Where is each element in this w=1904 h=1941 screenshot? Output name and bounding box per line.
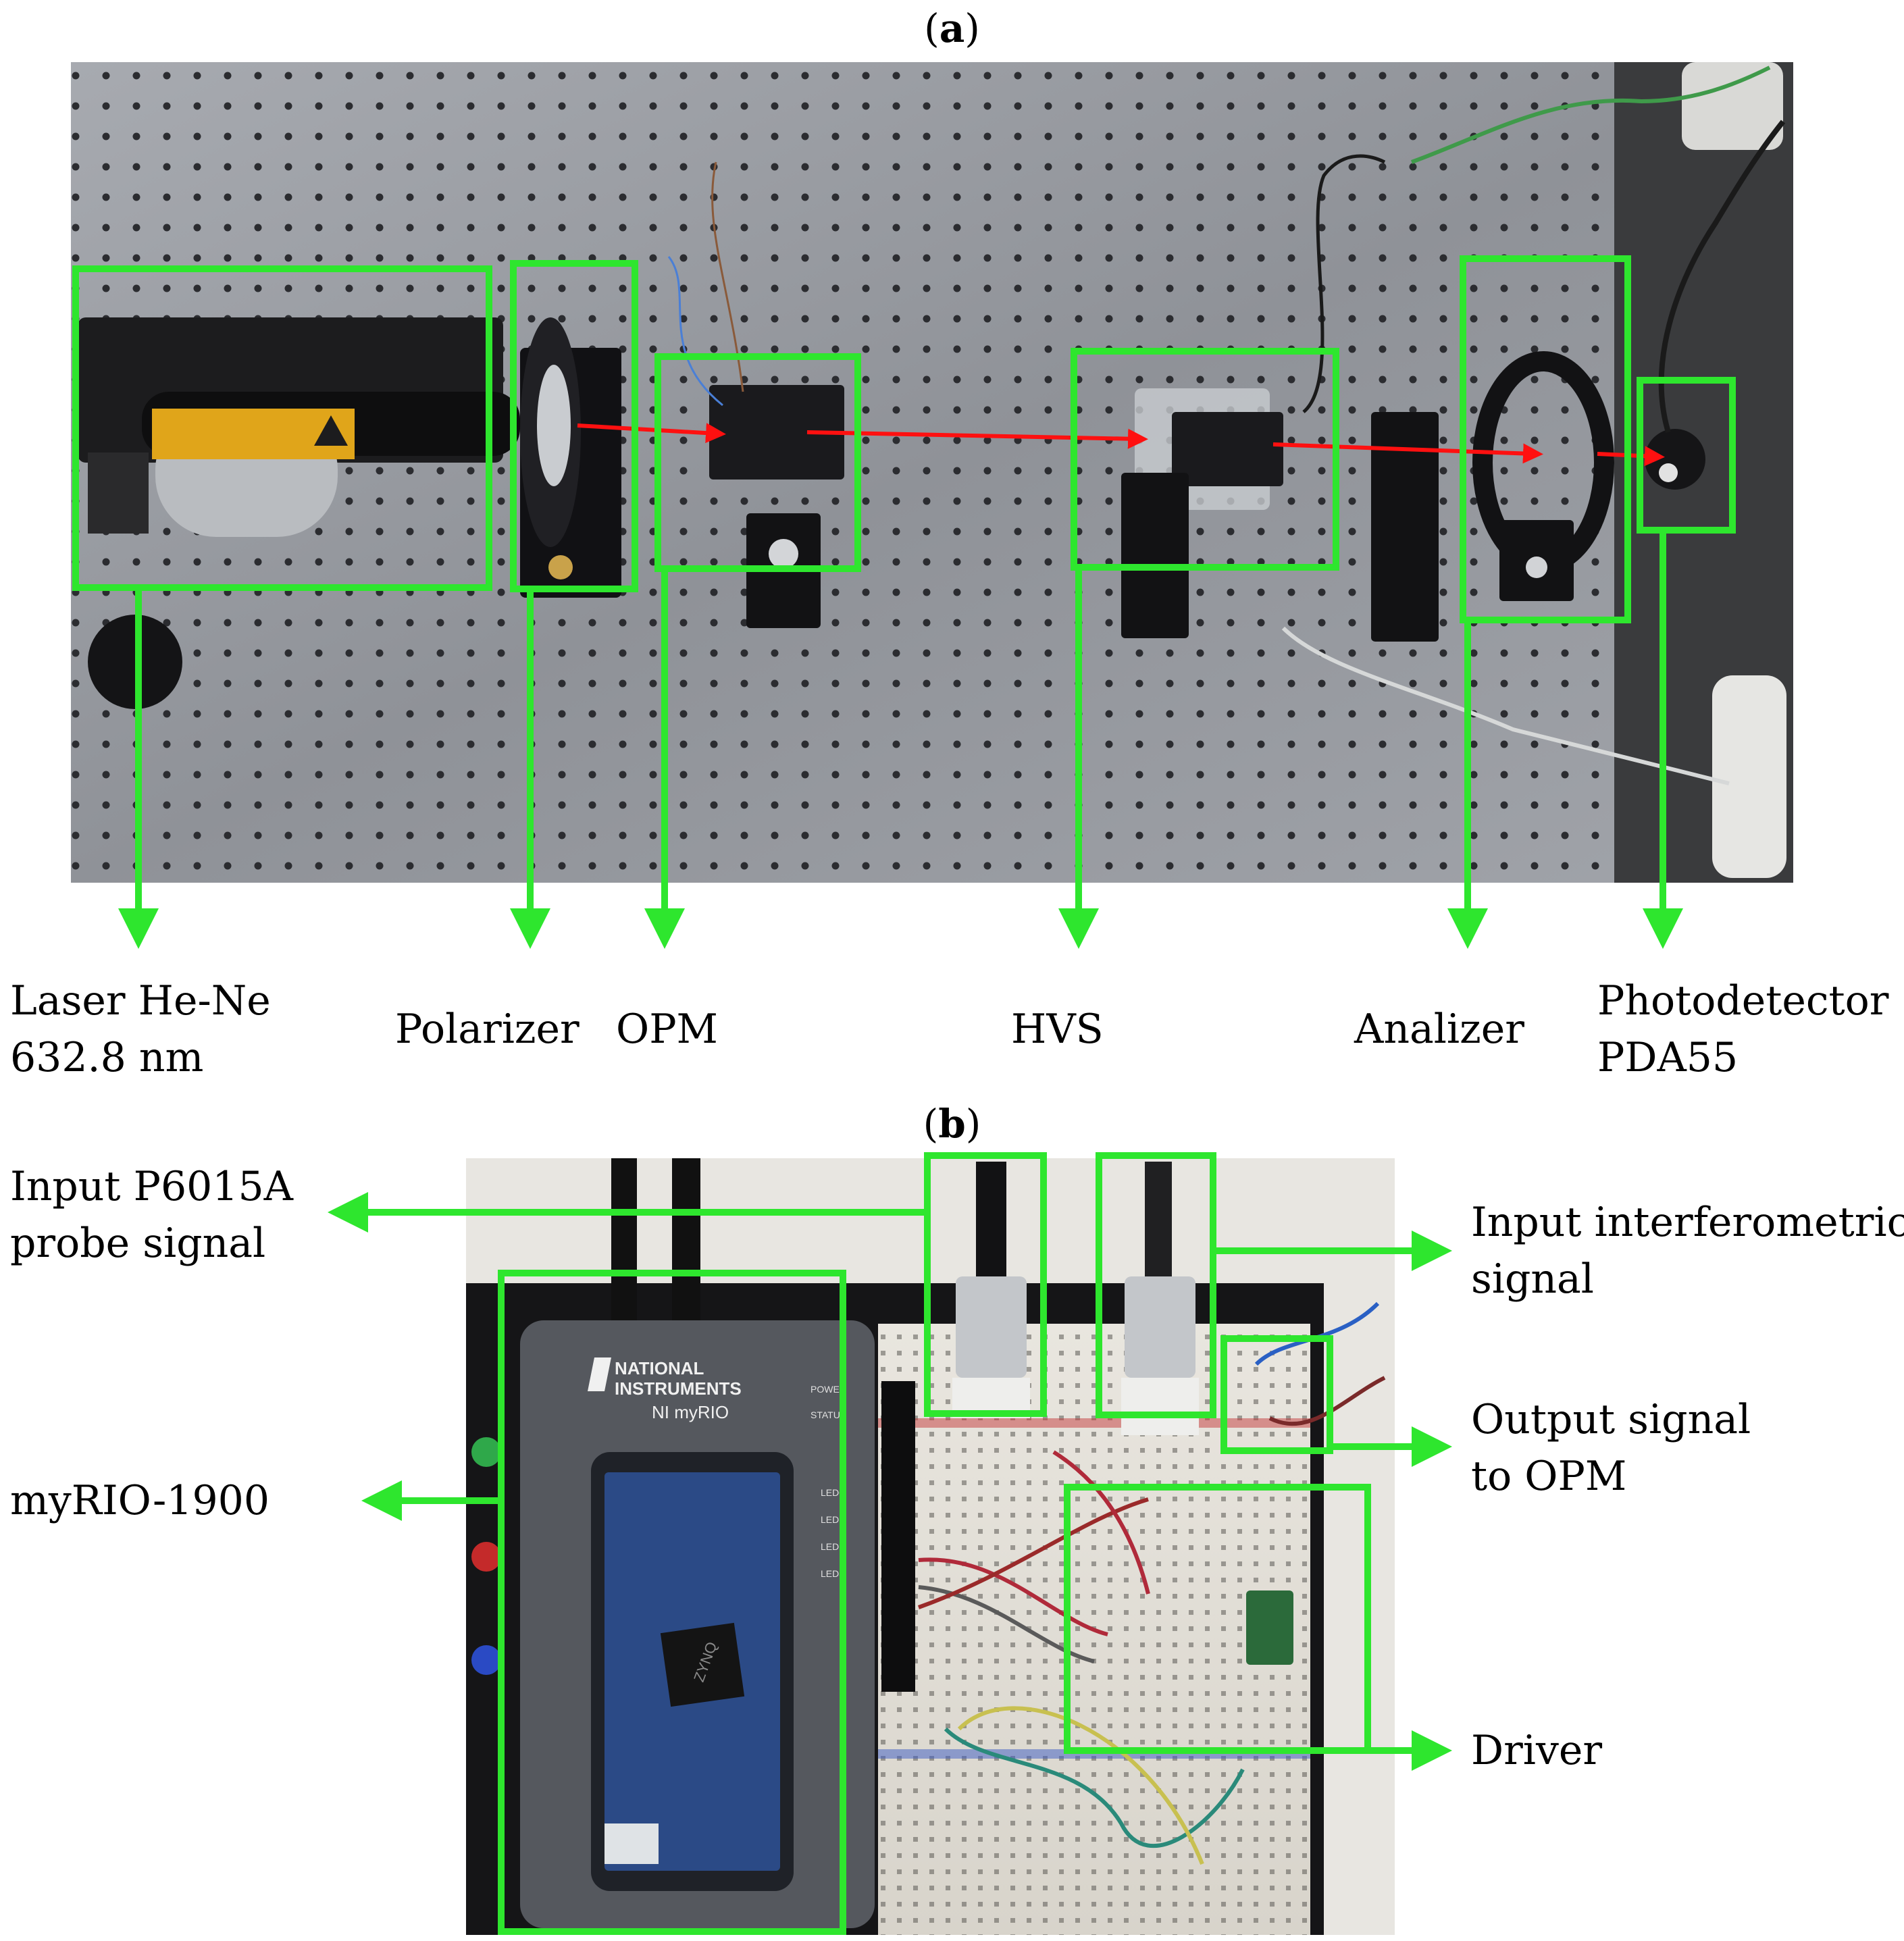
interferometric-caption-line2: signal [1471, 1256, 1594, 1303]
photodetector-box [1637, 377, 1736, 534]
opm-caption: OPM [616, 1006, 718, 1053]
zynq-chip [660, 1622, 745, 1707]
panel-b-label: (b) [923, 1101, 981, 1147]
polarizer-mount [520, 317, 621, 598]
beam-segment-1 [577, 423, 726, 444]
myrio-box [498, 1270, 846, 1935]
probe-box [924, 1152, 1047, 1417]
opm-device [667, 161, 844, 628]
hvs-device [1121, 154, 1730, 785]
red-jack [471, 1542, 501, 1572]
driver-box [1064, 1484, 1371, 1754]
photodetector-pda55 [1410, 66, 1786, 490]
panel-a-letter: a [939, 5, 965, 51]
photodetector-caption: Photodetector PDA55 [1597, 973, 1888, 1086]
panel-a-annotations [72, 255, 1736, 949]
probe-caption-line1: Input P6015A [10, 1163, 293, 1210]
ni-brand-1: NATIONAL [615, 1358, 704, 1378]
analizer-box [1460, 255, 1631, 623]
analyzer-mount [1371, 351, 1614, 642]
ni-logo-icon [588, 1357, 611, 1391]
interferometric-caption-line1: Input interferometric [1471, 1199, 1904, 1246]
led3-label: LED3 [821, 1568, 844, 1579]
output-caption-line2: to OPM [1471, 1453, 1627, 1500]
driver-ic [1246, 1590, 1293, 1665]
hvs-box [1071, 348, 1339, 571]
jumper-wires [917, 1301, 1386, 1865]
ni-model: NI myRIO [652, 1402, 729, 1422]
output-caption: Output signal to OPM [1471, 1391, 1751, 1505]
panel-a-label: (a) [924, 5, 980, 51]
photodetector-caption-line2: PDA55 [1597, 1034, 1739, 1081]
laser-beam [577, 423, 1665, 467]
output-box [1220, 1335, 1333, 1454]
myrio-device: NATIONAL INSTRUMENTS NI myRIO ZYNQ POWER… [520, 1320, 915, 1928]
interferometric-box [1096, 1152, 1216, 1418]
terminal-block [881, 1381, 915, 1692]
driver-caption: Driver [1471, 1727, 1603, 1774]
panel-b-annotations [328, 1152, 1452, 1935]
optical-table-photo [71, 62, 1793, 883]
laser-he-ne [78, 317, 520, 709]
beam-segment-3 [1272, 442, 1543, 464]
support-post [1682, 62, 1783, 150]
panel-b-letter: b [938, 1101, 966, 1147]
table-holes [71, 62, 1790, 883]
laser-caption: Laser He-Ne 632.8 nm [10, 973, 271, 1086]
laser-caption-line1: Laser He-Ne [10, 977, 271, 1025]
usb-cable-1 [611, 1158, 637, 1320]
blue-jack [471, 1645, 501, 1675]
myrio-caption: myRIO-1900 [10, 1477, 270, 1524]
ni-brand-2: INSTRUMENTS [615, 1378, 742, 1399]
green-jack [471, 1437, 501, 1467]
laser-hazard-icon [314, 415, 348, 446]
probe-caption: Input P6015A probe signal [10, 1158, 293, 1272]
beam-segment-2 [806, 428, 1148, 449]
probe-caption-line2: probe signal [10, 1220, 266, 1267]
interferometric-caption: Input interferometric signal [1471, 1194, 1904, 1308]
support-post-lower [1712, 675, 1786, 878]
led-status-label: STATUS [811, 1409, 846, 1420]
led-power-label: POWER [811, 1384, 846, 1395]
pcb-label [604, 1823, 659, 1864]
output-caption-line1: Output signal [1471, 1396, 1751, 1443]
hvs-caption: HVS [1011, 1006, 1104, 1053]
polarizer-box [510, 260, 638, 592]
photodetector-caption-line1: Photodetector [1597, 977, 1889, 1025]
laser-caption-line2: 632.8 nm [10, 1034, 204, 1081]
analizer-caption: Analizer [1354, 1006, 1524, 1053]
laser-box [72, 265, 492, 591]
led1-label: LED1 [821, 1514, 844, 1525]
bnc-interferometric [1121, 1162, 1199, 1435]
led0-label: LED0 [821, 1487, 844, 1498]
polarizer-caption: Polarizer [395, 1006, 580, 1053]
usb-cable-2 [672, 1158, 700, 1320]
led2-label: LED2 [821, 1541, 844, 1552]
opm-box [654, 353, 861, 572]
